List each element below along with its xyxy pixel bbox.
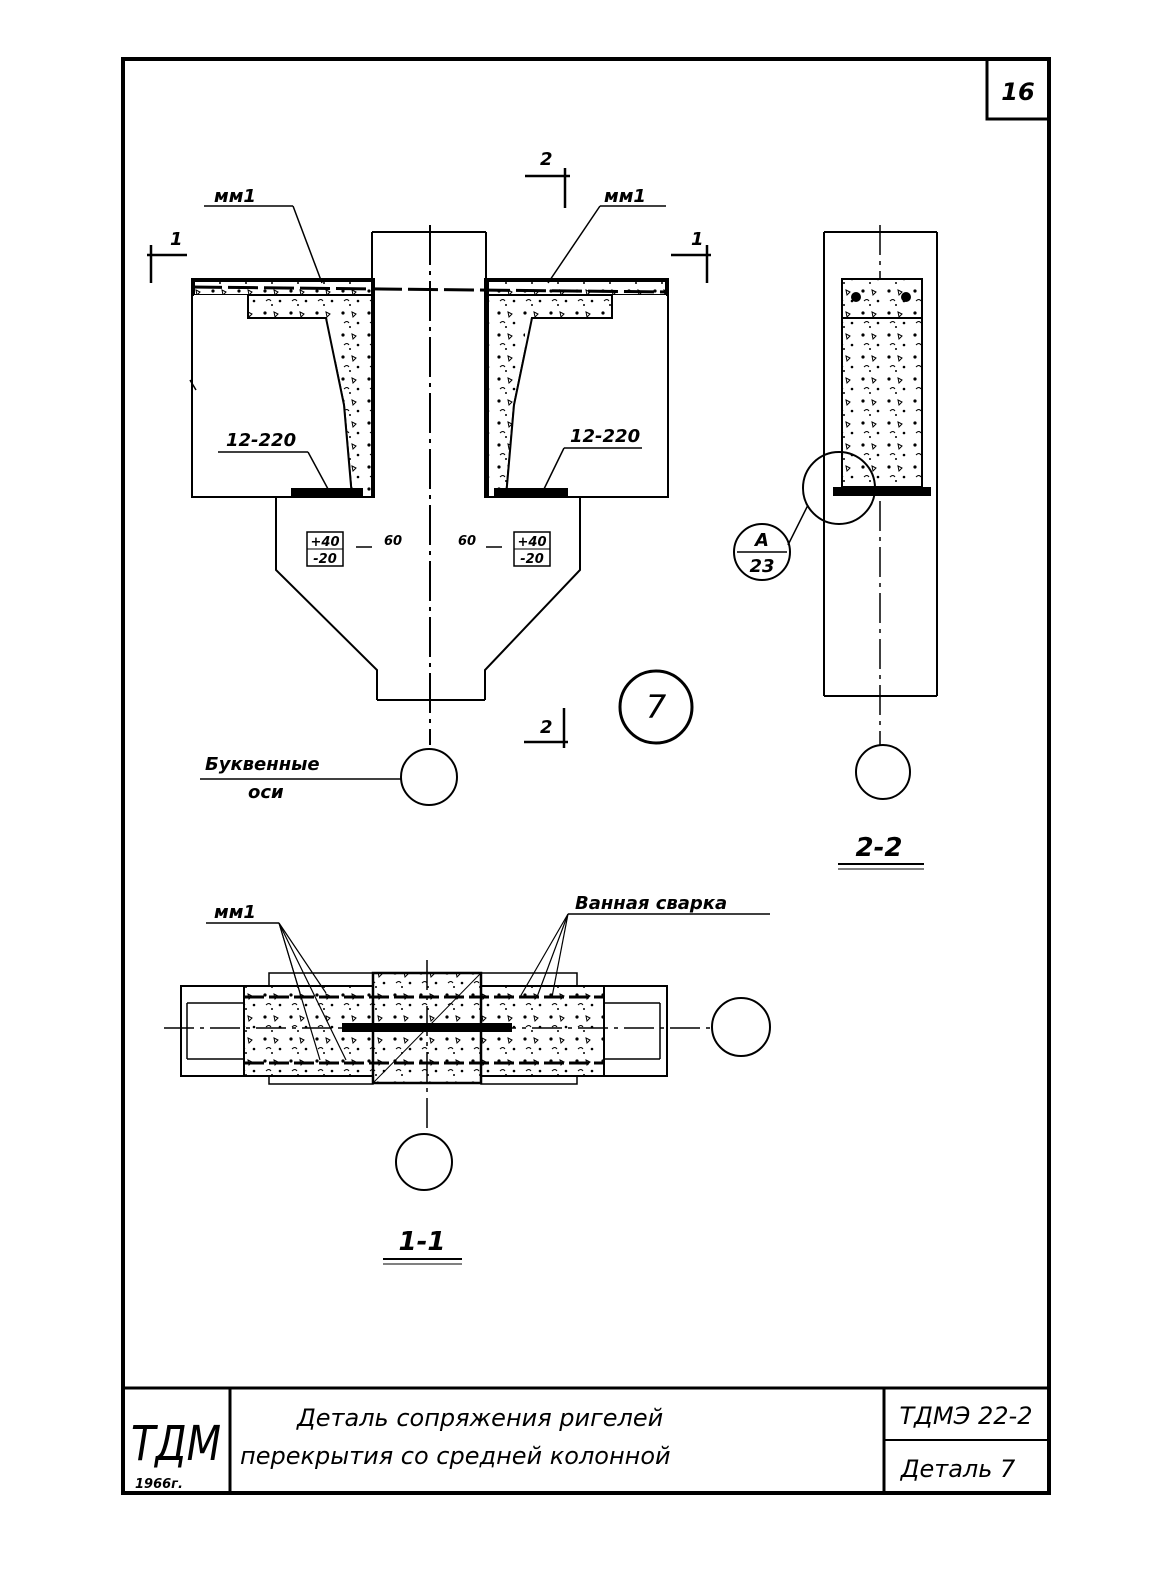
- label-weld: Ванная сварка: [575, 893, 727, 914]
- title-block: ТДМ 1966г. Деталь сопряжения ригелей пер…: [123, 1386, 1049, 1493]
- sheet-frame: [121, 57, 1051, 1495]
- axes-label-line2: оси: [248, 782, 284, 803]
- detail-number: 7: [646, 688, 667, 726]
- label-bar-left: 12-220: [226, 430, 296, 451]
- cut-marker-2-bottom: [524, 708, 568, 748]
- axes-label-line1: Буквенные: [205, 754, 320, 775]
- column: [371, 225, 487, 745]
- cut2-top-label: 2: [540, 149, 553, 170]
- bearing-plate-right: [494, 488, 568, 497]
- callout-top: А: [753, 530, 769, 551]
- cut-marker-1-left: [147, 245, 187, 283]
- title-line2: перекрытия со средней колонной: [240, 1442, 671, 1470]
- cut1-right-label: 1: [691, 229, 704, 250]
- page-number: 16: [1001, 78, 1034, 106]
- column-corbel: [275, 497, 581, 701]
- section-2-2-title: 2-2: [856, 833, 903, 863]
- main-view: 60 60 +40 -20 +40 -20 мм1 мм1 12-220 12-…: [147, 149, 711, 806]
- page-number-box: 16: [985, 59, 1049, 121]
- axis-bubble-section: [855, 744, 911, 800]
- doc-code: ТДМЭ 22-2: [900, 1402, 1033, 1430]
- bearing-plate-section: [833, 487, 931, 496]
- label-mm1-right: мм1: [604, 186, 646, 207]
- section-1-1-title: 1-1: [399, 1227, 446, 1257]
- callout-bottom: 23: [749, 556, 774, 577]
- tolerance-box-left: +40 -20: [306, 531, 344, 567]
- cut1-left-label: 1: [170, 229, 183, 250]
- axis-bubble-right: [711, 997, 771, 1057]
- detail-number-circle: [618, 669, 694, 745]
- label-mm1-section: мм1: [214, 902, 256, 923]
- axis-bubble-bottom: [395, 1133, 453, 1191]
- cut-marker-2-top: [525, 168, 570, 208]
- beam-section-concrete: [841, 278, 923, 488]
- title-line1: Деталь сопряжения ригелей: [296, 1404, 663, 1432]
- axis-bubble-main: [400, 748, 458, 806]
- section-1-1: мм1 Ванная сварка 1-1: [164, 893, 771, 1265]
- detail-a-ring: [802, 451, 876, 525]
- section-2-2: А 23 2-2: [733, 225, 938, 870]
- tol-right-plus: +40: [518, 535, 547, 550]
- tol-left-plus: +40: [311, 535, 340, 550]
- dim-left: 60: [384, 534, 402, 549]
- callout-circle: [733, 523, 791, 581]
- cut-marker-1-right: [671, 245, 711, 283]
- label-mm1-left: мм1: [214, 186, 256, 207]
- detail-ref: Деталь 7: [900, 1455, 1016, 1483]
- cut2-bottom-label: 2: [540, 717, 553, 738]
- tol-left-minus: -20: [313, 552, 337, 567]
- dim-right: 60: [458, 534, 476, 549]
- label-bar-right: 12-220: [570, 426, 640, 447]
- stamp-year: 1966г.: [135, 1477, 183, 1492]
- tol-right-minus: -20: [520, 552, 544, 567]
- tolerance-box-right: +40 -20: [513, 531, 551, 567]
- bearing-plate-left: [291, 488, 363, 497]
- stamp-logo: ТДМ: [131, 1416, 221, 1472]
